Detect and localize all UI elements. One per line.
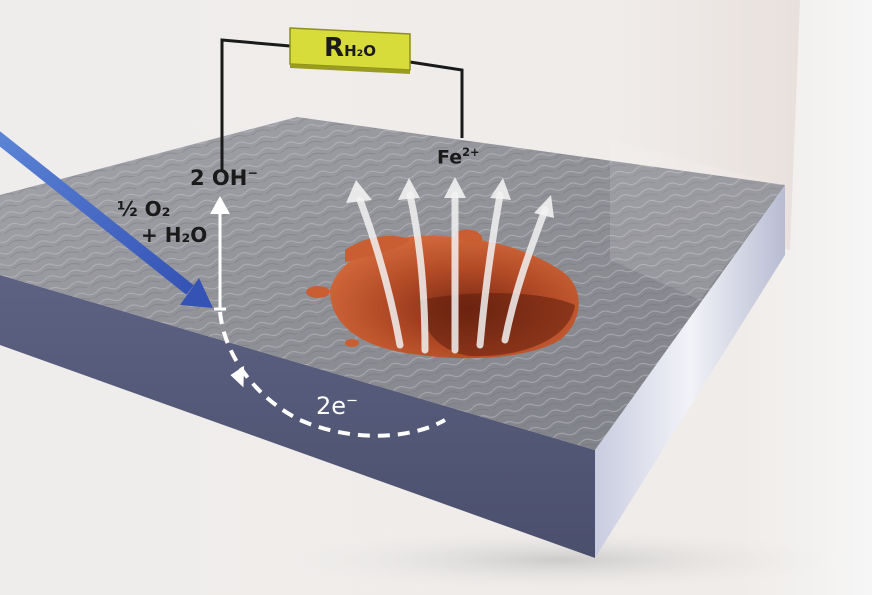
cathodic-reactant-label: ½ O₂ + H₂O (117, 196, 207, 248)
anodic-product-label: Fe2+ (437, 145, 480, 168)
cathodic-reactant-line1: ½ O₂ (117, 197, 171, 221)
iron-ion-charge: 2+ (462, 145, 480, 159)
cathodic-reactant-line2: + H₂O (141, 223, 208, 247)
wire-left (220, 38, 291, 170)
electron-flow-arrow (218, 311, 446, 438)
hydroxide-text: 2 OH (190, 166, 248, 190)
slab-right-face (595, 185, 785, 558)
oxygen-arrow-shaft (0, 131, 194, 295)
electron-flow-label: 2e− (316, 392, 358, 420)
iron-ion-text: Fe (437, 146, 463, 169)
ion-arrow-2 (406, 191, 429, 354)
resistor-subscript: H₂O (344, 42, 376, 60)
resistor-symbol: R (324, 33, 345, 63)
electron-text: 2e (316, 392, 347, 420)
ion-arrow-1 (356, 196, 404, 349)
ion-arrow-5 (501, 206, 549, 344)
cathodic-product-label: 2 OH− (190, 165, 258, 190)
surface-highlight (610, 140, 785, 300)
fe-ion-arrowheads (346, 177, 554, 218)
hydroxide-charge: − (247, 165, 258, 180)
electron-charge: − (346, 393, 359, 409)
ion-arrow-4 (476, 191, 504, 349)
wire-right (409, 60, 464, 138)
hydroxide-arrowhead (210, 196, 230, 214)
electron-flow-arrowhead (230, 365, 245, 388)
slab-shadow (260, 525, 860, 595)
oxygen-arrowhead (180, 278, 213, 308)
fe-ion-arrows (356, 191, 549, 354)
slab-front-face (0, 275, 595, 558)
resistor-box-shade (290, 64, 410, 74)
